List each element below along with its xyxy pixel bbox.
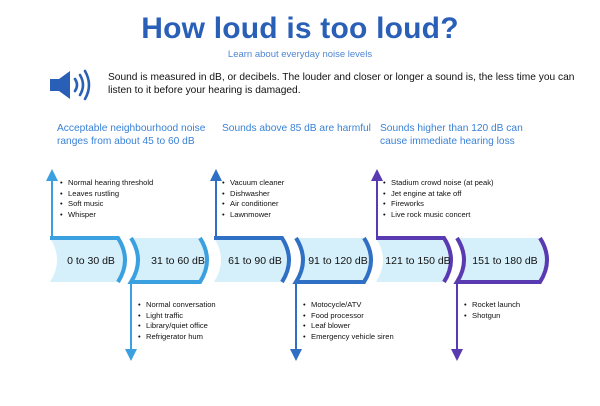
examples-61-90: Vacuum cleaner Dishwasher Air conditione… [222, 178, 284, 221]
band-segment-6: 151 to 180 dB [453, 236, 549, 284]
list-item: Refrigerator hum [138, 332, 216, 343]
page-title: How loud is too loud? [141, 12, 459, 45]
list-item: Shotgun [464, 311, 520, 322]
list-item: Dishwasher [222, 189, 284, 200]
examples-31-60: Normal conversation Light traffic Librar… [138, 300, 216, 343]
header-acceptable: Acceptable neighbourhood noise ranges fr… [57, 123, 206, 147]
list-item: Lawnmower [222, 210, 284, 221]
examples-91-120: Motocycle/ATV Food processor Leaf blower… [303, 300, 394, 343]
list-item: Motocycle/ATV [303, 300, 394, 311]
band-label-6: 151 to 180 dB [472, 255, 537, 267]
list-item: Jet engine at take off [383, 189, 494, 200]
intro-text: Sound is measured in dB, or decibels. Th… [108, 72, 575, 96]
examples-121-150: Stadium crowd noise (at peak) Jet engine… [383, 178, 494, 221]
list-item: Food processor [303, 311, 394, 322]
page-subtitle: Learn about everyday noise levels [227, 49, 373, 60]
list-item: Normal conversation [138, 300, 216, 311]
list-item: Light traffic [138, 311, 216, 322]
speaker-icon [50, 69, 91, 101]
list-item: Vacuum cleaner [222, 178, 284, 189]
band-segment-3: 61 to 90 dB [214, 236, 291, 284]
list-item: Air conditioner [222, 199, 284, 210]
band-label-1: 0 to 30 dB [67, 255, 115, 267]
list-item: Leaf blower [303, 321, 394, 332]
band-segment-5: 121 to 150 dB [376, 236, 453, 284]
band-segment-1: 0 to 30 dB [50, 236, 127, 284]
list-item: Emergency vehicle siren [303, 332, 394, 343]
list-item: Rocket launch [464, 300, 520, 311]
list-item: Normal hearing threshold [60, 178, 153, 189]
list-item: Library/quiet office [138, 321, 216, 332]
list-item: Fireworks [383, 199, 494, 210]
list-item: Stadium crowd noise (at peak) [383, 178, 494, 189]
list-item: Leaves rustling [60, 189, 153, 200]
band-label-3: 61 to 90 dB [228, 255, 282, 267]
header-immediate-loss: Sounds higher than 120 dB can cause imme… [380, 123, 523, 147]
list-item: Soft music [60, 199, 153, 210]
list-item: Whisper [60, 210, 153, 221]
band-label-4: 91 to 120 dB [308, 255, 368, 267]
examples-0-30: Normal hearing threshold Leaves rustling… [60, 178, 153, 221]
header-harmful: Sounds above 85 dB are harmful [222, 123, 371, 134]
band-segment-2: 31 to 60 dB [127, 236, 209, 284]
band-label-5: 121 to 150 dB [385, 255, 450, 267]
band-segment-4: 91 to 120 dB [292, 236, 373, 284]
examples-151-180: Rocket launch Shotgun [464, 300, 520, 322]
list-item: Live rock music concert [383, 210, 494, 221]
band-label-2: 31 to 60 dB [151, 255, 205, 267]
